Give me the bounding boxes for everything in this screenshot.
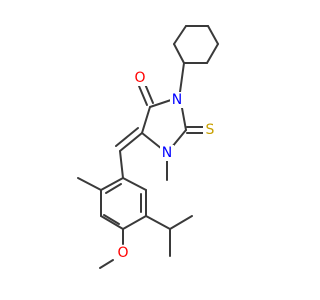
carbonyl-bond <box>138 83 154 106</box>
molecule-diagram: O N S N O <box>77 25 219 269</box>
atom-n1: N <box>162 145 172 161</box>
thione-bond <box>186 126 204 134</box>
imidazolidine-ring <box>141 99 187 150</box>
bond-methine-aryl <box>119 150 124 179</box>
bond-n3-cyclohexyl <box>179 62 185 93</box>
atom-s: S <box>206 122 215 138</box>
atom-label-n1: N <box>160 145 174 161</box>
isopropyl-group <box>145 215 193 257</box>
atom-o-carbonyl: O <box>134 70 145 86</box>
structure-svg: O N S N O <box>77 25 219 269</box>
bond-aryl-methyl <box>77 177 102 191</box>
cyclohexyl-ring <box>173 25 219 64</box>
atom-label-n3: N <box>170 92 184 108</box>
atom-label-o-carbonyl: O <box>133 70 147 86</box>
atom-label-s: S <box>203 122 217 138</box>
benzene-ring <box>100 177 147 230</box>
exocyclic-double-bond <box>115 127 143 152</box>
methoxy-group <box>99 228 124 269</box>
atom-n3: N <box>172 92 182 108</box>
atom-o-methoxy: O <box>117 245 128 261</box>
atom-label-o-methoxy: O <box>116 245 130 261</box>
